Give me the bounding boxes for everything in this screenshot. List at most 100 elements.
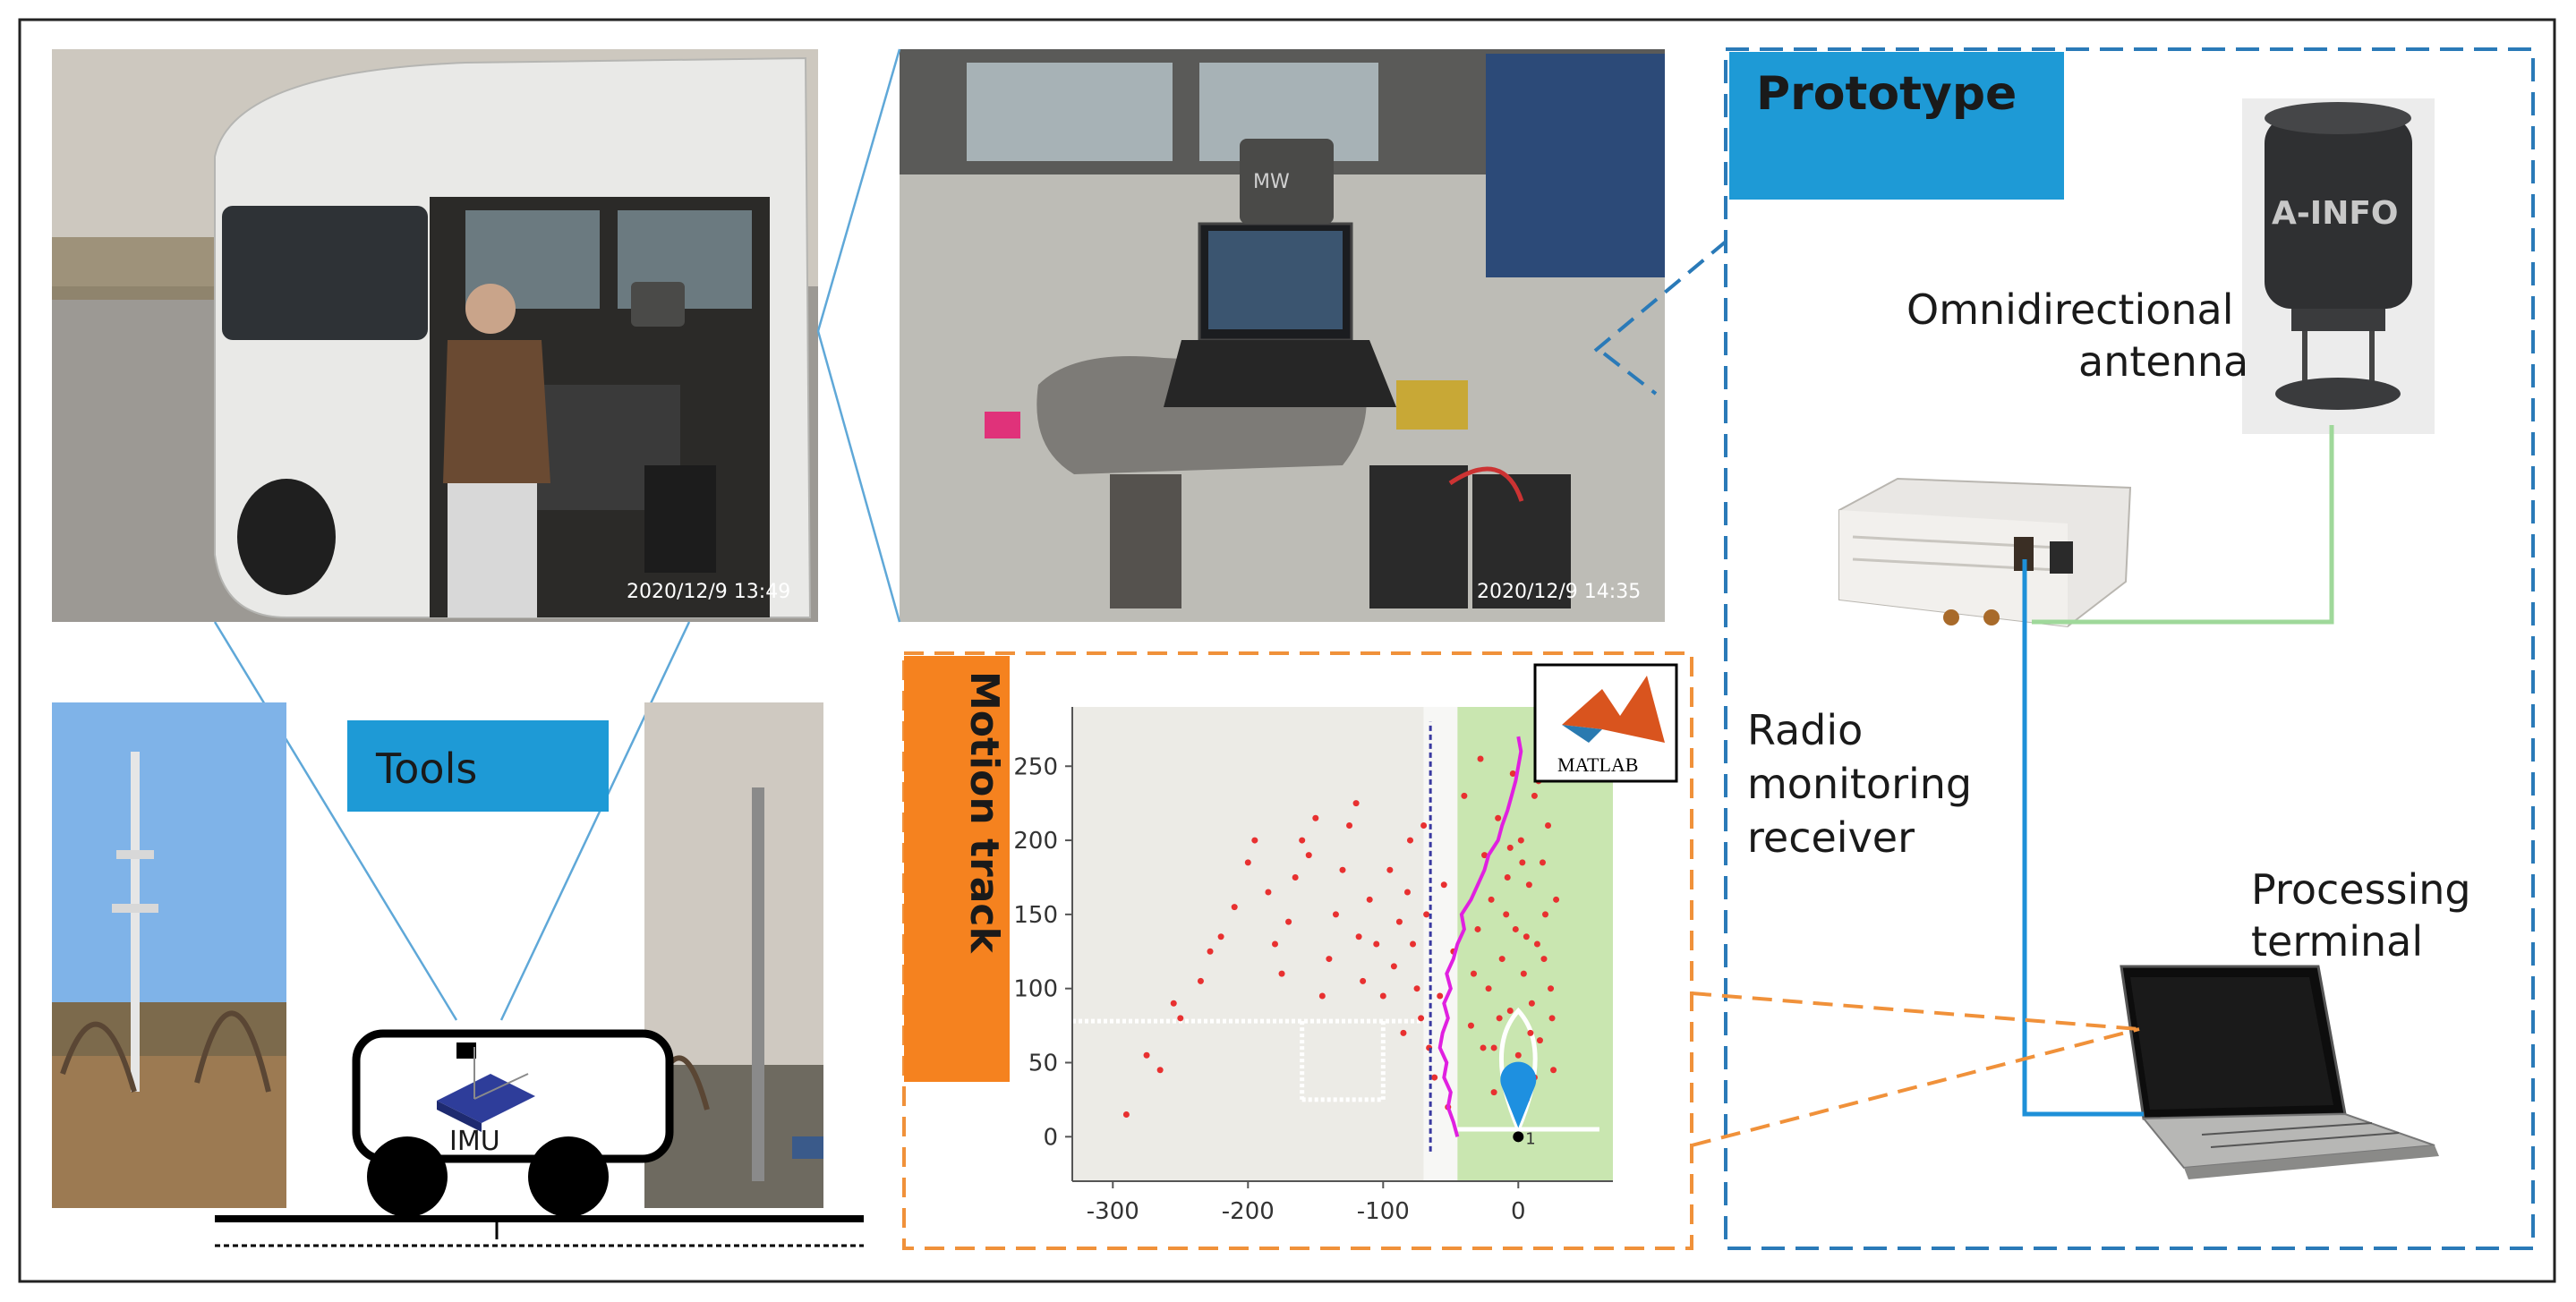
tools-label-text: Tools [375,745,477,793]
x-tick-label: -300 [1087,1198,1139,1225]
prototype-title-box [1729,52,2064,200]
measurement-point [1177,1015,1184,1022]
measurement-point [1156,1067,1164,1074]
measurement-point [1480,1044,1487,1051]
antenna-caption-line1: Omnidirectional [1906,285,2234,334]
measurement-point [1395,918,1403,925]
imu-cart: IMU [215,1029,864,1247]
measurement-point [1339,866,1346,873]
measurement-point [1197,977,1204,984]
imu-label: IMU [449,1126,500,1157]
y-tick-label: 100 [1013,976,1058,1003]
measurement-point [1488,896,1495,903]
measurement-point [1318,992,1326,1000]
measurement-point [1485,985,1492,992]
receiver-caption-line2: monitoring [1747,760,1972,808]
measurement-point [1540,956,1548,963]
start-point-label: 1 [1525,1129,1535,1148]
measurement-point [1542,911,1548,918]
measurement-point [1520,970,1527,977]
measurement-point [1490,1089,1497,1096]
measurement-point [1390,963,1397,970]
measurement-point [1496,1015,1503,1022]
measurement-point [1545,822,1552,829]
measurement-point [1523,933,1530,940]
measurement-point [1495,814,1502,821]
measurement-point [1539,859,1546,866]
measurement-point [1531,792,1538,799]
measurement-point [1407,837,1413,844]
y-tick-label: 50 [1028,1051,1058,1077]
interior-antenna-brand: MW [1253,171,1290,193]
measurement-point [1512,925,1519,932]
receiver-caption-line1: Radio [1747,706,1863,754]
measurement-point [1299,837,1306,844]
measurement-point [1440,881,1447,889]
antenna-brand: A-INFO [2272,195,2399,232]
measurement-point [1251,837,1258,844]
map-grey-field [1072,707,1424,1181]
y-tick-label: 0 [1043,1124,1058,1151]
measurement-point [1231,904,1238,911]
measurement-point [1548,1015,1556,1022]
measurement-point [1528,1000,1535,1007]
measurement-point [1553,896,1560,903]
measurement-point [1170,1000,1177,1007]
measurement-point [1550,1067,1557,1074]
measurement-point [1461,792,1468,799]
measurement-point [1503,911,1510,918]
antenna-to-receiver-cable [2032,425,2334,625]
measurement-point [1517,837,1524,844]
omnidirectional-antenna-icon: A-INFO [2242,98,2435,434]
terminal-caption-line2: terminal [2251,917,2423,966]
position-marker-icon [1500,1061,1537,1128]
measurement-point [1400,1029,1407,1036]
measurement-point [1527,1029,1534,1036]
x-tick-label: -200 [1222,1198,1275,1225]
motion-track-tab [904,656,1010,1082]
measurement-point [1509,770,1516,778]
measurement-point [1217,933,1224,940]
receiver-to-terminal-cable [2022,559,2144,1117]
measurement-point [1292,873,1299,881]
measurement-point [1326,956,1333,963]
measurement-point [1386,866,1394,873]
measurement-point [1265,889,1272,896]
measurement-point [1420,822,1428,829]
prototype-border [1724,47,2535,1250]
measurement-point [1519,859,1526,866]
prototype-title: Prototype [1756,67,2017,121]
measurement-point [1506,844,1514,851]
measurement-point [1467,1022,1474,1029]
measurement-point [1312,814,1319,821]
measurement-point [1207,948,1214,955]
map-road [1423,707,1458,1181]
measurement-point [1403,889,1411,896]
measurement-point [1498,956,1506,963]
measurement-point [1525,881,1532,889]
measurement-point [1379,992,1386,1000]
imu-sensor-icon [437,1047,535,1132]
map-walkway [1072,1018,1424,1102]
photo1-timestamp: 2020/12/9 13:49 [627,581,790,603]
matlab-label: MATLAB [1557,753,1638,776]
photo-van-exterior: 2020/12/9 13:49 [52,49,818,622]
terminal-caption-line1: Processing [2251,865,2471,914]
measurement-point [1352,800,1360,807]
measurement-point [1272,940,1278,948]
motion-track-line [1437,736,1523,1137]
measurement-point [1533,940,1540,948]
measurement-point [1548,985,1555,992]
measurement-point [1346,822,1353,829]
measurement-point [1506,1008,1514,1015]
measurement-point [1305,852,1312,859]
measurement-point [1278,970,1285,977]
measurement-point [1122,1111,1130,1118]
matlab-logo: MATLAB [1533,663,1678,783]
antenna-caption-line2: antenna [2078,337,2248,386]
measurement-point [1474,925,1481,932]
measurement-point [1244,859,1251,866]
measurement-point [1332,911,1339,918]
